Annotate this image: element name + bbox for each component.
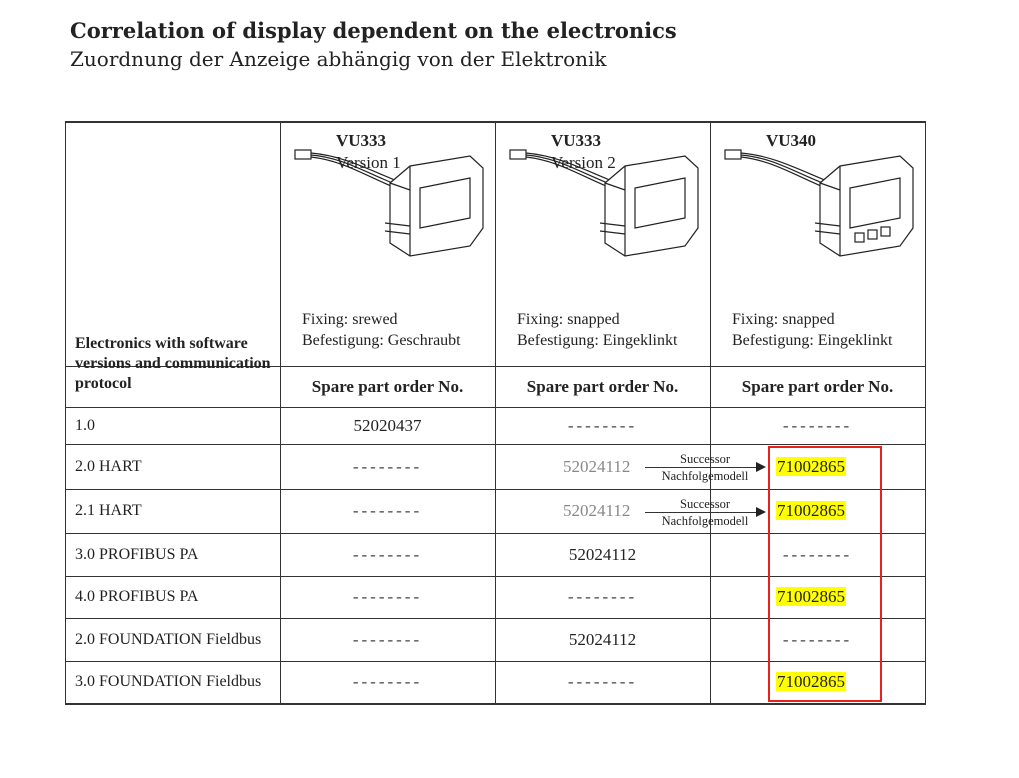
model-name: VU333 xyxy=(551,131,602,150)
order-number: -------- xyxy=(567,415,638,435)
order-number: -------- xyxy=(352,672,423,691)
order-number: 52024112 xyxy=(563,456,631,476)
order-number: -------- xyxy=(782,415,853,435)
order-number-cell: -------- xyxy=(280,587,495,607)
order-number-cell: -------- xyxy=(280,672,495,692)
order-number-cell: 52024112 xyxy=(495,545,710,565)
electronics-version: 3.0 FOUNDATION Fieldbus xyxy=(75,673,262,690)
order-number-header: Spare part order No. xyxy=(741,377,894,396)
order-number: 71002865 xyxy=(776,501,846,520)
order-number-cell: 52024112 xyxy=(495,630,710,650)
electronics-version: 3.0 PROFIBUS PA xyxy=(75,545,199,563)
model-name: VU333 xyxy=(336,131,387,150)
fixing-en: Fixing: srewed xyxy=(302,311,398,328)
highlight-box xyxy=(768,446,882,702)
fixing-de: Befestigung: Eingeklinkt xyxy=(517,332,678,349)
display-module-drawing xyxy=(715,128,915,283)
order-number-cell: -------- xyxy=(710,630,925,650)
column-line xyxy=(65,121,66,704)
order-number: -------- xyxy=(352,544,423,564)
order-number: -------- xyxy=(567,587,638,606)
column-line xyxy=(925,121,926,704)
order-number-cell: -------- xyxy=(280,501,495,521)
display-module-drawing xyxy=(285,128,485,283)
order-number-cell: 52020437 xyxy=(280,416,495,436)
order-number-cell: 71002865 xyxy=(776,456,846,477)
successor-label-de: Nachfolgemodell xyxy=(661,514,749,528)
title-german: Zuordnung der Anzeige abhängig von der E… xyxy=(70,47,607,71)
order-number-cell: 52024112 xyxy=(563,457,630,477)
model-name: VU340 xyxy=(766,131,817,150)
electronics-version: 2.0 FOUNDATION Fieldbus xyxy=(75,630,262,648)
order-number-header: Spare part order No. xyxy=(311,377,464,396)
electronics-version: 2.1 HART xyxy=(75,502,142,519)
order-number-cell: -------- xyxy=(495,672,710,692)
arrow-icon xyxy=(645,462,766,472)
model-version: Version 2 xyxy=(551,153,616,172)
fixing-de: Befestigung: Geschraubt xyxy=(302,332,461,349)
order-number: -------- xyxy=(352,587,423,606)
column-line xyxy=(495,121,496,704)
fixing-de: Befestigung: Eingeklinkt xyxy=(732,332,893,349)
order-number-cell: -------- xyxy=(495,587,710,607)
title-english: Correlation of display dependent on the … xyxy=(70,18,677,43)
order-number-header: Spare part order No. xyxy=(526,377,679,396)
order-number-cell: -------- xyxy=(280,630,495,650)
display-module-drawing xyxy=(500,128,700,283)
order-number: 71002865 xyxy=(776,587,846,606)
column-line xyxy=(280,121,281,704)
order-number: 52024112 xyxy=(563,501,631,520)
successor-label-de: Nachfolgemodell xyxy=(661,469,749,483)
order-number: 52020437 xyxy=(353,415,422,435)
order-number: -------- xyxy=(782,544,853,564)
order-number: -------- xyxy=(782,629,853,649)
arrow-icon xyxy=(645,507,766,517)
successor-label-en: Successor xyxy=(680,452,730,466)
electronics-version: 4.0 PROFIBUS PA xyxy=(75,588,199,605)
order-number: 71002865 xyxy=(776,456,846,476)
order-number-cell: -------- xyxy=(280,545,495,565)
order-number-cell: -------- xyxy=(710,545,925,565)
order-number: 71002865 xyxy=(776,672,846,691)
order-number: -------- xyxy=(352,456,423,476)
fixing-en: Fixing: snapped xyxy=(732,311,835,328)
order-number-cell: 71002865 xyxy=(776,587,846,607)
order-number: 52024112 xyxy=(568,544,637,564)
order-number: -------- xyxy=(567,672,638,691)
order-number-cell: -------- xyxy=(710,416,925,436)
electronics-version: 1.0 xyxy=(75,416,95,434)
model-version: Version 1 xyxy=(336,153,401,172)
order-number-cell: 52024112 xyxy=(563,501,630,521)
fixing-en: Fixing: snapped xyxy=(517,311,620,328)
order-number-cell: 71002865 xyxy=(776,501,846,521)
electronics-version: 2.0 HART xyxy=(75,457,142,475)
order-number-cell: -------- xyxy=(495,416,710,436)
order-number-cell: -------- xyxy=(280,457,495,477)
corner-header: Electronics with software versions and c… xyxy=(75,335,271,392)
successor-label-en: Successor xyxy=(680,497,730,511)
column-line xyxy=(710,121,711,704)
order-number: 52024112 xyxy=(568,629,637,649)
order-number-cell: 71002865 xyxy=(776,672,846,692)
order-number: -------- xyxy=(352,501,423,520)
order-number: -------- xyxy=(352,629,423,649)
